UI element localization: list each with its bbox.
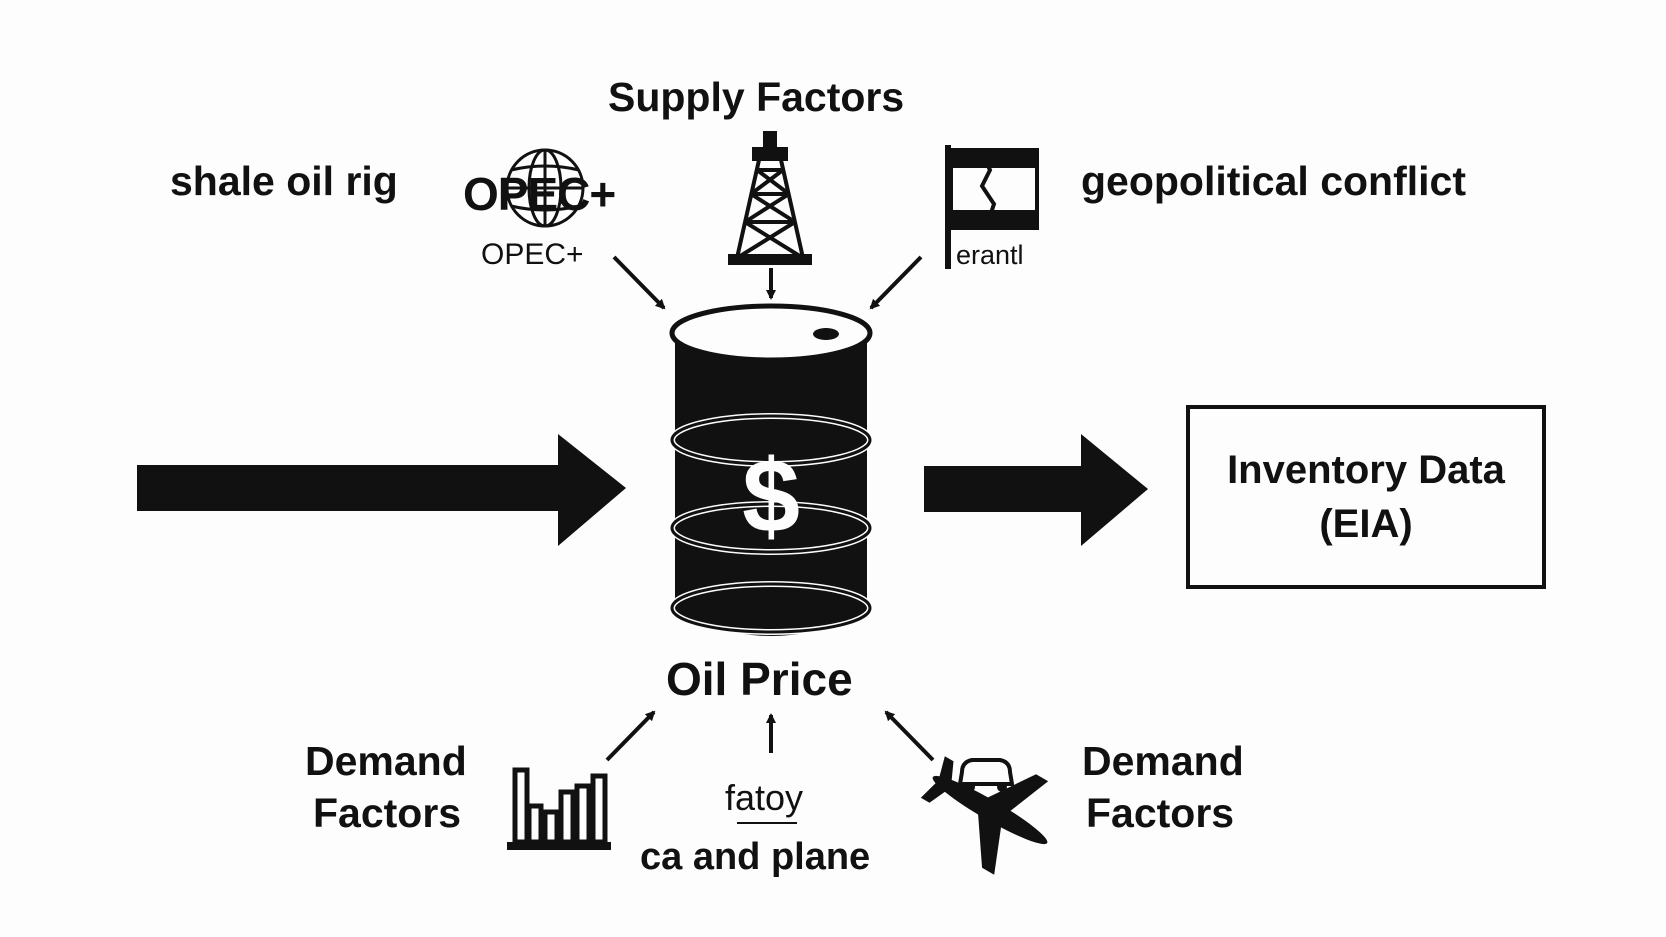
inventory-line-1: Inventory Data [1227, 448, 1505, 492]
demand-factors-left-line1: Demand [305, 738, 467, 784]
opec-caption: OPEC+ [481, 238, 584, 271]
oil-price-label: Oil Price [666, 653, 853, 705]
shale-oil-rig-label: shale oil rig [170, 158, 398, 204]
dollar-sign: $ [742, 439, 800, 555]
globe-icon [505, 148, 585, 228]
inventory-data-box: Inventory Data (EIA) [1186, 405, 1546, 589]
flag-caption: erantl [956, 240, 1024, 270]
supply-factors-title: Supply Factors [608, 74, 905, 120]
flag-icon [945, 145, 1039, 269]
demand-arrows [605, 710, 935, 762]
demand-factors-right-line2: Factors [1086, 790, 1235, 836]
airplane-car-icon [920, 756, 1049, 875]
geopolitical-conflict-label: geopolitical conflict [1081, 158, 1466, 204]
factory-label: fatoy [725, 777, 804, 818]
oil-barrel-icon: $ [669, 303, 873, 636]
supply-arrows [612, 255, 923, 310]
opec-logo-text: OPEC+ [463, 168, 616, 220]
inventory-line-2: (EIA) [1319, 502, 1413, 546]
demand-factors-left-line2: Factors [313, 790, 462, 836]
car-and-plane-label: ca and plane [640, 836, 871, 878]
demand-factors-right-line1: Demand [1082, 738, 1244, 784]
left-input-arrow [137, 434, 626, 546]
right-output-arrow [924, 434, 1148, 546]
oil-rig-icon [728, 131, 812, 265]
factory-icon [507, 767, 611, 850]
